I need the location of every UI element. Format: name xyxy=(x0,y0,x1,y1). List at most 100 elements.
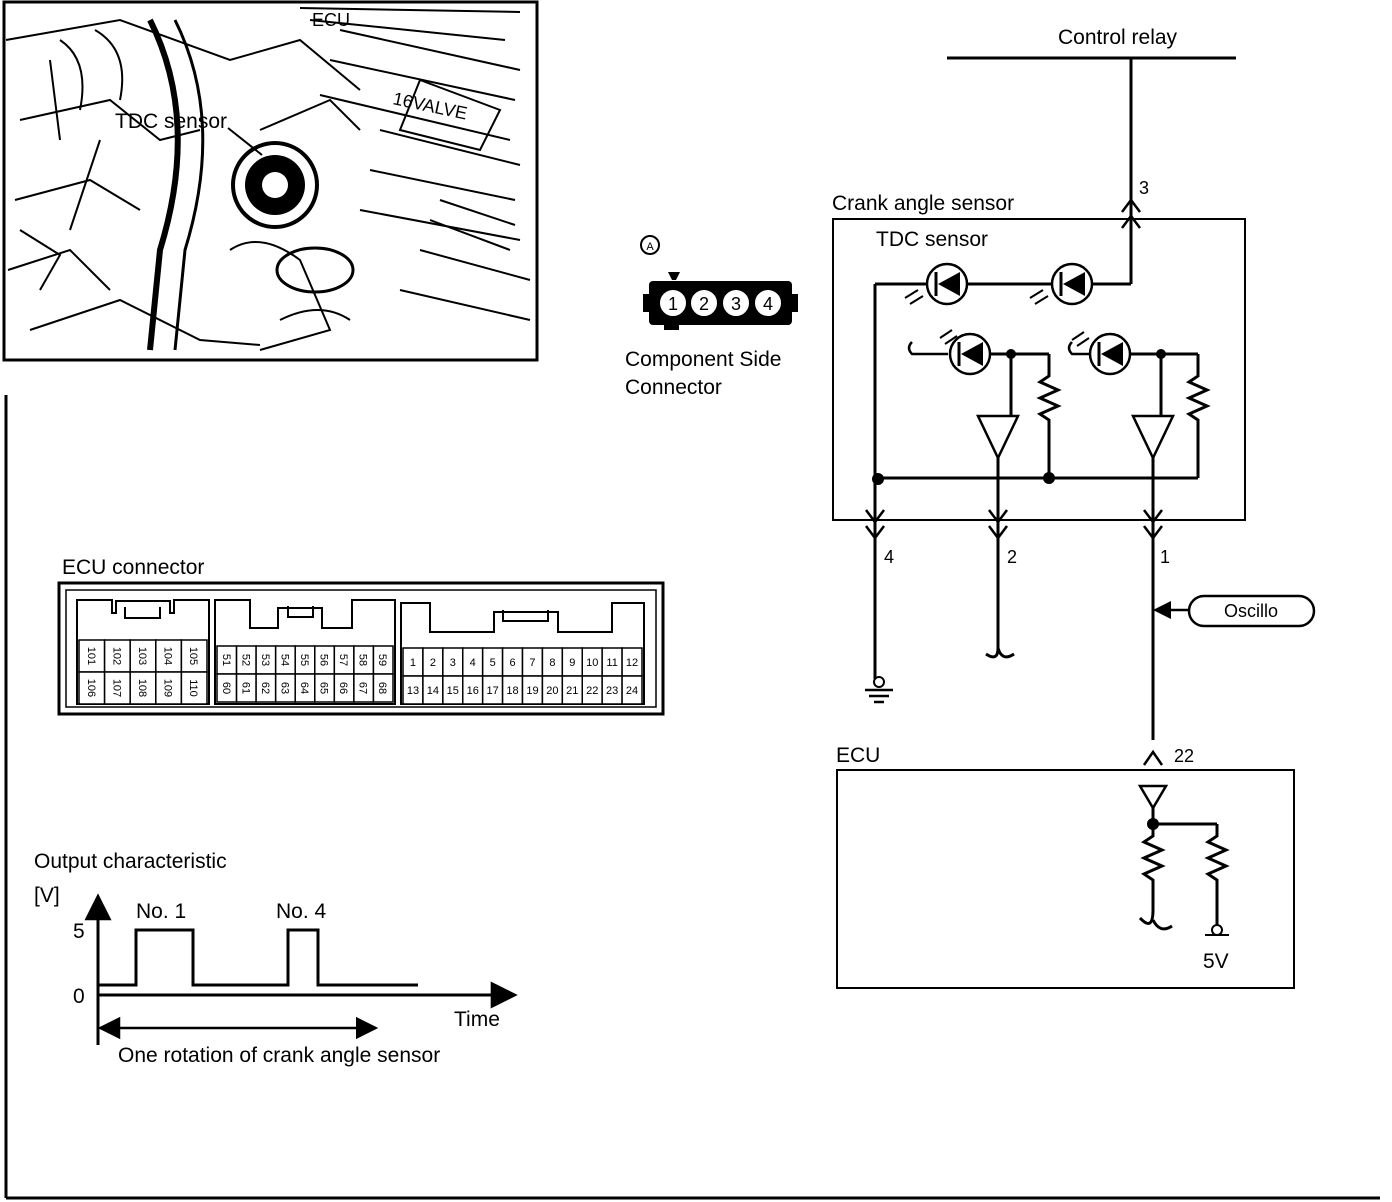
ecu-pin-label: 12 xyxy=(626,657,638,669)
x-axis-label: Time xyxy=(454,1008,500,1031)
ecu-pin-label: 5 xyxy=(490,657,496,669)
ecu-pin-label: 63 xyxy=(278,682,290,694)
ecu-pin-label: 9 xyxy=(569,657,575,669)
svg-text:Oscillo: Oscillo xyxy=(1224,601,1278,621)
led-1 xyxy=(904,262,969,306)
component-connector: A 1 2 3 4 Component Side Connector xyxy=(625,235,798,399)
ecu-pin-label: 4 xyxy=(470,657,476,669)
connector-marker: A xyxy=(646,241,654,253)
ecu-input-stage xyxy=(1137,784,1230,936)
connector-pin-3: 3 xyxy=(721,288,751,318)
ecu-pin-cell xyxy=(180,671,208,705)
ecu-pin-label: 17 xyxy=(487,685,499,697)
ecu-pin-label: 11 xyxy=(606,657,617,669)
rotation-label: One rotation of crank angle sensor xyxy=(118,1044,440,1067)
pin-22-label: 22 xyxy=(1174,746,1194,766)
ecu-pin-cell xyxy=(155,671,183,705)
ecu-pin-label: 60 xyxy=(220,682,232,694)
ecu-pin-cell xyxy=(372,673,394,703)
tdc-sensor-label: TDC sensor xyxy=(876,228,988,251)
ecu-pin-label: 54 xyxy=(278,654,290,666)
ecu-pin-label: 66 xyxy=(337,682,349,694)
ecu-pin-label: 2 xyxy=(430,657,436,669)
ecu-pin-label: 20 xyxy=(546,685,558,697)
ground-symbol xyxy=(865,676,893,704)
ecu-pin-label: 67 xyxy=(357,682,369,694)
svg-text:1: 1 xyxy=(668,294,678,314)
ecu-pin-label: 51 xyxy=(220,654,232,666)
photo-ecu-mark: ECU xyxy=(312,10,350,30)
ecu-pin-label: 56 xyxy=(318,654,330,666)
pin-4-label: 4 xyxy=(884,547,894,567)
ecu-pin-label: 103 xyxy=(136,647,148,665)
tdc-leader-line xyxy=(227,127,263,156)
ecu-pin-label: 1 xyxy=(410,657,416,669)
ecu-pin-label: 23 xyxy=(606,685,618,697)
output-title: Output characteristic xyxy=(34,850,227,873)
connector-caption-1: Component Side xyxy=(625,348,781,371)
ecu-pin-label: 53 xyxy=(259,654,271,666)
ecu-pin-label: 18 xyxy=(506,685,518,697)
ecu-pin-label: 8 xyxy=(549,657,555,669)
ecu-pin-label: 16 xyxy=(467,685,479,697)
ecu-pin-label: 101 xyxy=(85,647,97,665)
ecu-pin-label: 15 xyxy=(447,685,459,697)
ecu-pin-label: 104 xyxy=(162,647,174,665)
ecu-pin-cell xyxy=(180,639,208,673)
ecu-pin-label: 10 xyxy=(586,657,598,669)
ecu-pin-label: 105 xyxy=(187,647,199,665)
svg-text:4: 4 xyxy=(763,294,773,314)
ecu-pin-label: 62 xyxy=(259,682,271,694)
ecu-pin-label: 59 xyxy=(376,654,388,666)
pin-4-terminal xyxy=(865,509,885,541)
pulse-label-1: No. 1 xyxy=(136,900,186,923)
ecu-pin-label: 68 xyxy=(376,682,388,694)
y-tick-5: 5 xyxy=(73,920,85,943)
ecu-pin-label: 22 xyxy=(586,685,598,697)
pin-1-label: 1 xyxy=(1160,547,1170,567)
connector-caption-2: Connector xyxy=(625,376,722,399)
pin-3-terminal xyxy=(1121,197,1141,229)
ecu-pin-label: 52 xyxy=(239,654,251,666)
ecu-pin-label: 64 xyxy=(298,682,310,694)
y-unit: [V] xyxy=(34,884,60,907)
ecu-pin-label: 102 xyxy=(110,647,122,665)
ecu-pin-label: 65 xyxy=(318,682,330,694)
pin-3-label: 3 xyxy=(1139,178,1149,198)
ecu-pin-label: 106 xyxy=(85,679,97,697)
y-tick-0: 0 xyxy=(73,985,85,1008)
connector-pin-2: 2 xyxy=(689,288,719,318)
ecu-pin-label: 14 xyxy=(427,685,439,697)
ecu-pin-label: 19 xyxy=(526,685,538,697)
ecu-pin-label: 24 xyxy=(626,685,638,697)
connector-pin-1: 1 xyxy=(658,288,688,318)
ecu-pin-label: 107 xyxy=(110,679,122,697)
pin-2-open-end xyxy=(985,560,1015,659)
crank-sensor-box xyxy=(832,218,1246,521)
ecu-label: ECU xyxy=(836,744,880,767)
supply-5v-label: 5V xyxy=(1203,950,1229,973)
ecu-pin-label: 108 xyxy=(136,679,148,697)
ecu-pin-label: 109 xyxy=(162,679,174,697)
pulse-waveform xyxy=(98,928,418,987)
ecu-pin-label: 61 xyxy=(239,682,251,694)
ecu-pin-label: 58 xyxy=(357,654,369,666)
svg-text:3: 3 xyxy=(731,294,741,314)
ecu-pin-label: 21 xyxy=(566,685,578,697)
pin-2-label: 2 xyxy=(1007,547,1017,567)
photodiode-stage-2 xyxy=(1067,331,1211,740)
ecu-box xyxy=(836,769,1295,989)
pulse-label-4: No. 4 xyxy=(276,900,327,923)
circuit-diagram: Control relay 3 Crank angle sensor TDC s… xyxy=(832,26,1316,989)
ecu-pin-label: 6 xyxy=(509,657,515,669)
ecu-pin-label: 3 xyxy=(450,657,456,669)
ecu-pin-label: 13 xyxy=(407,685,419,697)
ecu-pin-label: 55 xyxy=(298,654,310,666)
ecu-pin-label: 7 xyxy=(529,657,535,669)
engine-photo: TDC sensor ECU 16VALVE xyxy=(2,0,539,362)
